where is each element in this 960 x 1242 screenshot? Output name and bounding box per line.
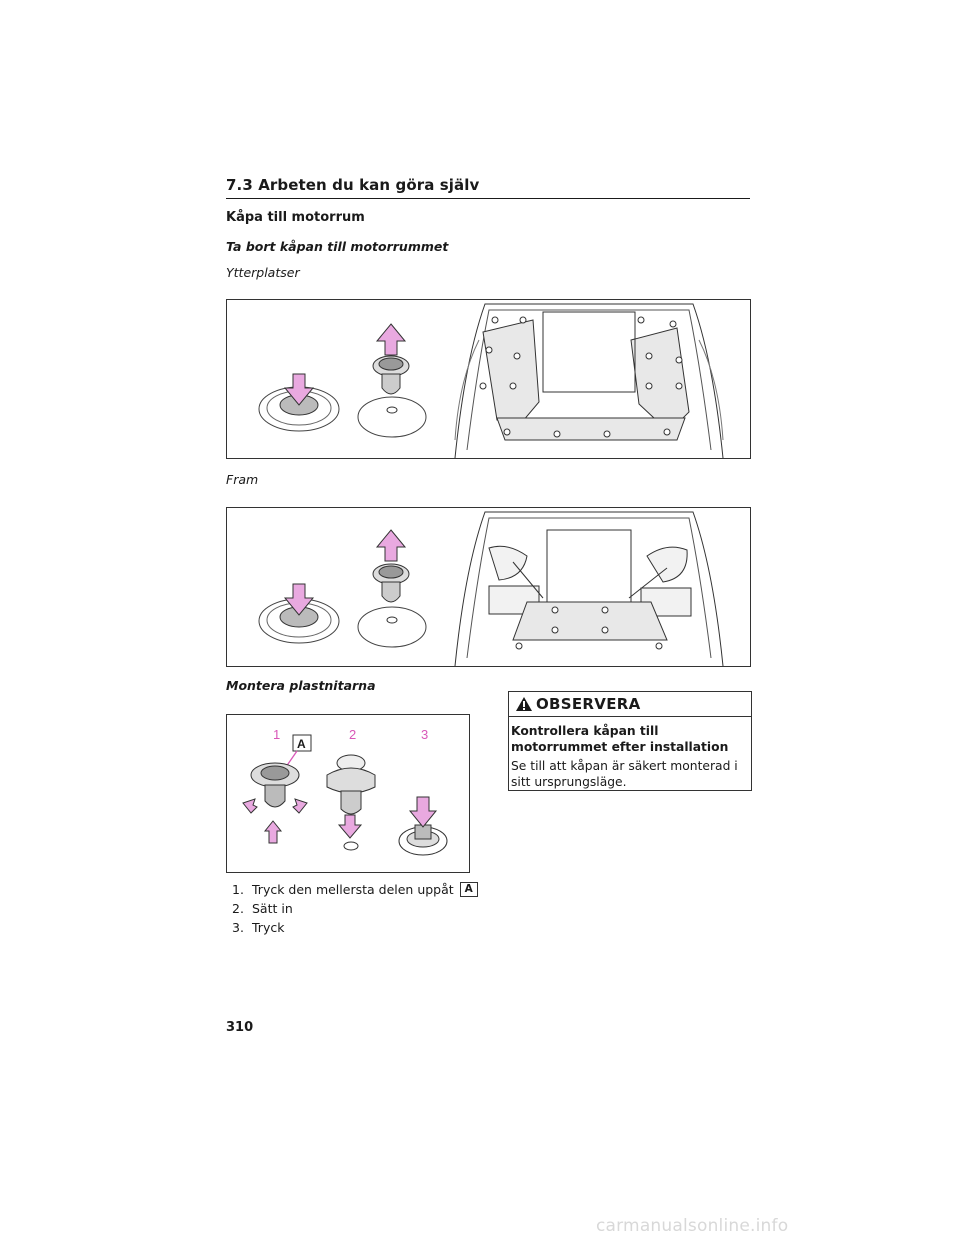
arrow-up-icon — [263, 820, 283, 844]
install-heading: Montera plastnitarna — [226, 678, 376, 693]
arrow-up-icon — [375, 323, 407, 356]
callout-badge-a: A — [459, 882, 478, 897]
section-divider — [226, 198, 750, 199]
arrow-down-icon — [283, 373, 315, 406]
figure-install-steps: 1 2 3 A — [226, 714, 470, 873]
page-number: 310 — [226, 1020, 254, 1035]
step-number-1: 1 — [273, 727, 280, 742]
arrow-down-icon — [337, 814, 363, 839]
notice-box: OBSERVERA Kontrollera kåpan till motorru… — [508, 691, 752, 791]
step-number-2: 2 — [349, 727, 356, 742]
page-title: Kåpa till motorrum — [226, 210, 365, 225]
list-item: 2. Sätt in — [232, 901, 293, 916]
step-number-3: 3 — [421, 727, 428, 742]
warning-triangle-icon — [516, 697, 532, 711]
list-item: 3. Tryck — [232, 920, 285, 935]
figure-label-outer: Ytterplatser — [226, 265, 300, 280]
subheading: Ta bort kåpan till motorrummet — [226, 239, 449, 254]
figure-label-front: Fram — [226, 472, 259, 487]
steps-list: 1. Tryck den mellersta delen uppåt A 2. … — [232, 880, 478, 937]
section-title: 7.3 Arbeten du kan göra själv — [226, 176, 480, 194]
watermark: carmanualsonline.info — [596, 1216, 789, 1236]
notice-text: Se till att kåpan är säkert monterad i s… — [511, 759, 738, 789]
arrow-down-icon — [283, 583, 315, 616]
arrow-up-icon — [375, 529, 407, 562]
notice-title: Kontrollera kåpan till motorrummet efter… — [511, 724, 729, 754]
arrow-down-icon — [408, 796, 438, 828]
callout-a: A — [297, 737, 306, 751]
figure-outer-positions — [226, 299, 751, 459]
notice-label: OBSERVERA — [536, 695, 641, 713]
figure-front — [226, 507, 751, 667]
notice-header: OBSERVERA — [509, 692, 751, 717]
list-item: 1. Tryck den mellersta delen uppåt A — [232, 880, 478, 899]
